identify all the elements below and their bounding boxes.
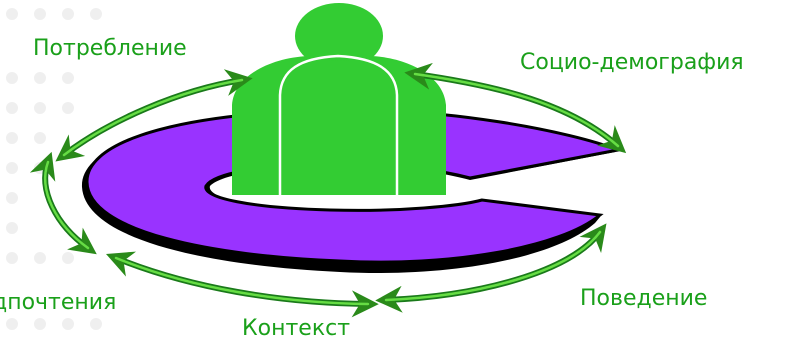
arrow-consumption-to-person bbox=[55, 69, 253, 162]
label-context: Контекст bbox=[242, 316, 351, 341]
arrow-preferences-to-context bbox=[105, 251, 379, 318]
arrow-context-to-behavior bbox=[375, 223, 607, 313]
arrow-consumption-to-preferences bbox=[29, 151, 97, 255]
person-body bbox=[232, 56, 446, 195]
label-preferences: дпочтения bbox=[0, 290, 117, 315]
label-consumption: Потребление bbox=[33, 36, 187, 61]
label-socio-demography: Социо-демография bbox=[520, 50, 744, 75]
label-behavior: Поведение bbox=[580, 286, 708, 311]
cycle-arrows bbox=[29, 62, 627, 318]
person-icon bbox=[232, 3, 446, 195]
arrow-person-to-socio bbox=[404, 62, 627, 154]
person-head bbox=[295, 3, 383, 69]
person-shoulder-lines bbox=[278, 54, 399, 195]
